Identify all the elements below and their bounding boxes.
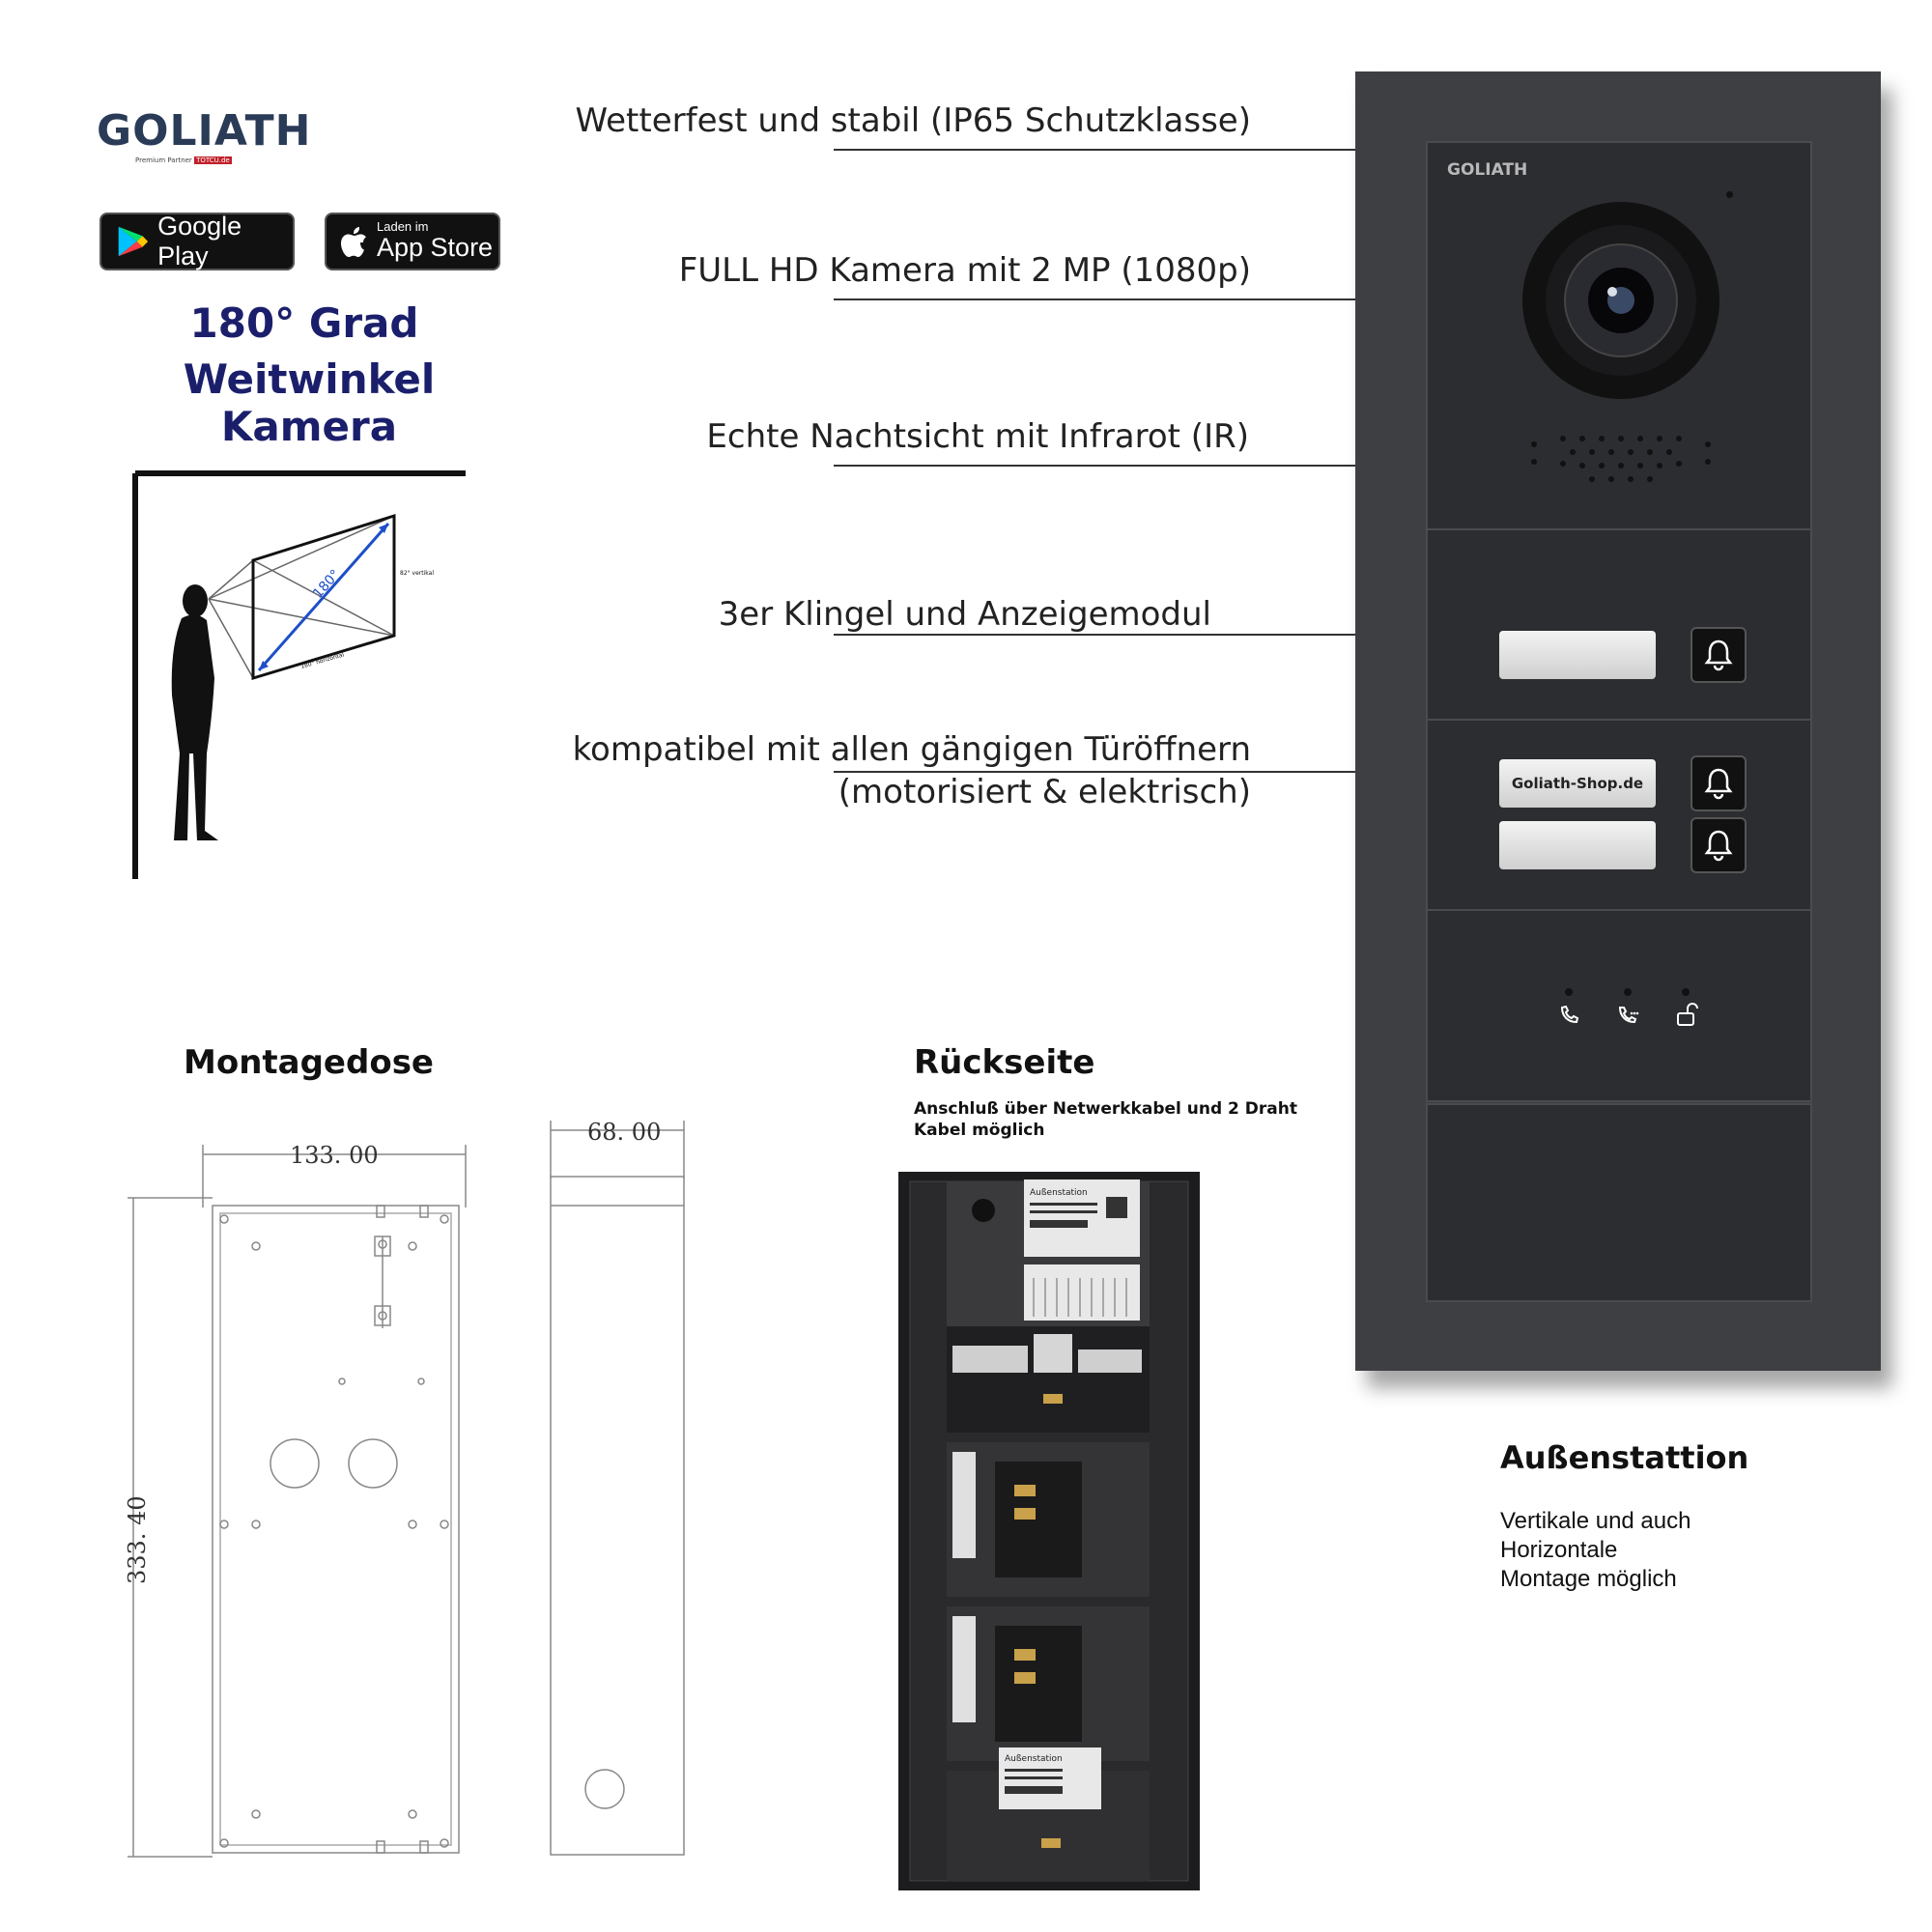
camera-module: GOLIATH: [1426, 141, 1812, 532]
google-play-badge[interactable]: Google Play: [99, 212, 295, 270]
camera-lens-icon: [1522, 202, 1719, 399]
call-icon: [1560, 1005, 1579, 1024]
status-module: [1426, 909, 1812, 1102]
bell-module-2: Goliath-Shop.de: [1426, 719, 1812, 912]
aussenstation-desc-2: Horizontale: [1500, 1537, 1618, 1563]
feature-text-2: FULL HD Kamera mit 2 MP (1080p): [678, 251, 1251, 290]
feature-text-1: Wetterfest und stabil (IP65 Schutzklasse…: [575, 101, 1252, 140]
montagedose-height-label: 333. 40: [124, 1495, 151, 1584]
google-play-icon: [118, 226, 149, 257]
feature-underline-1: [834, 149, 1356, 151]
blank-module: [1426, 1103, 1812, 1302]
unlock-icon: [1677, 1003, 1698, 1026]
app-store-badge[interactable]: Laden im App Store: [325, 213, 500, 270]
aussenstation-desc-3: Montage möglich: [1500, 1566, 1677, 1592]
feature-underline-3: [834, 465, 1356, 467]
mounting-box-drawing: 133. 00 68. 00 333. 40: [124, 1119, 685, 1858]
rueckseite-subtitle-1: Anschluß über Netwerkkabel und 2 Draht: [914, 1099, 1298, 1119]
aussenstation-title: Außenstattion: [1500, 1439, 1749, 1476]
brand-logo-subtext: Premium Partner TOTCU.de: [135, 156, 232, 164]
brand-logo: GOLIATH Premium Partner TOTCU.de: [97, 106, 312, 174]
status-led-1: [1565, 988, 1573, 996]
aussenstation-desc-1: Vertikale und auch: [1500, 1508, 1691, 1534]
feature-underline-4: [834, 634, 1356, 636]
talk-icon: [1618, 1007, 1639, 1024]
diagram-vertical-label: 82° vertikal: [400, 570, 434, 577]
feature-underline-2: [834, 298, 1356, 300]
bell-icon: [1704, 768, 1733, 800]
nameplate-1: [1499, 631, 1656, 679]
montagedose-width-label: 133. 00: [290, 1142, 379, 1169]
ir-sensor-dot: [1726, 191, 1733, 198]
nameplate-3: [1499, 821, 1656, 869]
feature-underline-5: [834, 771, 1356, 773]
montagedose-depth-label: 68. 00: [587, 1119, 661, 1146]
google-play-label: Google Play: [157, 212, 242, 270]
rear-panel-photo: Außenstation Außenstation: [898, 1172, 1200, 1890]
rear-label-top: Außenstation: [1030, 1188, 1088, 1198]
status-led-3: [1682, 988, 1690, 996]
speaker-grille-icon: [1531, 436, 1711, 482]
headline-line1: 180° Grad: [189, 299, 419, 347]
rear-label-bottom: Außenstation: [1005, 1754, 1063, 1764]
bell-icon: [1704, 639, 1733, 671]
rueckseite-title: Rückseite: [914, 1043, 1095, 1082]
bell-button-1[interactable]: [1690, 627, 1747, 683]
wide-angle-diagram: 180° 82° vertikal 180° horizontal: [132, 470, 466, 879]
brand-logo-text: GOLIATH: [97, 106, 312, 156]
person-silhouette-icon: [171, 584, 218, 840]
headline-line2: Weitwinkel Kamera: [183, 355, 436, 450]
montagedose-title: Montagedose: [184, 1043, 434, 1082]
bell-button-3[interactable]: [1690, 817, 1747, 873]
outdoor-station-device: GOLIATH Goliath-Shop.de: [1355, 71, 1881, 1371]
device-brand: GOLIATH: [1447, 160, 1528, 180]
feature-text-5b: (motorisiert & elektrisch): [838, 773, 1251, 811]
feature-text-3: Echte Nachtsicht mit Infrarot (IR): [706, 417, 1249, 456]
app-store-small-label: Laden im: [377, 219, 429, 234]
diagram-angle-label: 180°: [310, 567, 343, 602]
bell-icon: [1704, 830, 1733, 862]
bell-button-2[interactable]: [1690, 755, 1747, 811]
bell-module-1: [1426, 528, 1812, 722]
status-led-2: [1624, 988, 1632, 996]
rueckseite-subtitle-2: Kabel möglich: [914, 1121, 1045, 1140]
feature-text-4: 3er Klingel und Anzeigemodul: [718, 595, 1211, 634]
apple-icon: [341, 227, 366, 257]
feature-text-5: kompatibel mit allen gängigen Türöffnern: [572, 730, 1251, 769]
app-store-label: App Store: [377, 233, 494, 262]
nameplate-2: Goliath-Shop.de: [1499, 759, 1656, 808]
